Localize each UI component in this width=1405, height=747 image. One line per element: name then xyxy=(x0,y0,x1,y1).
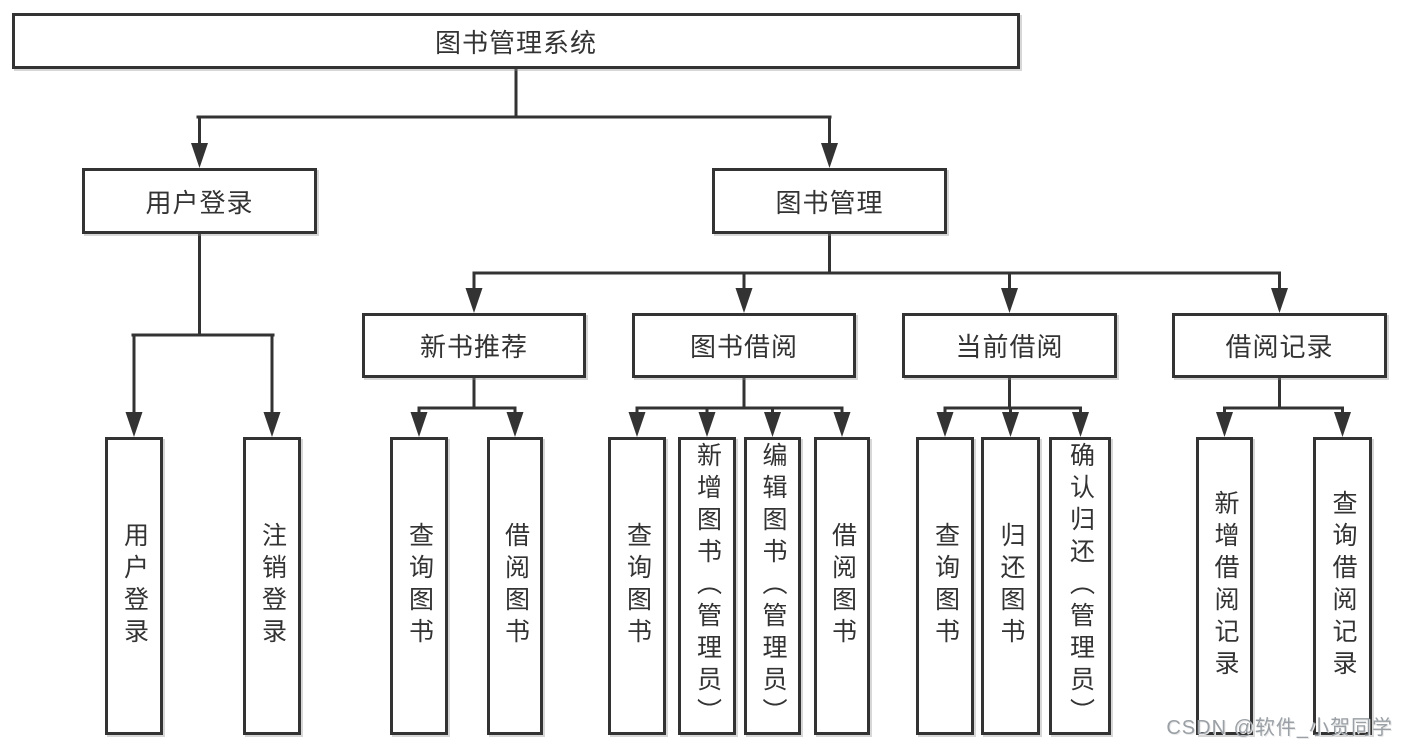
leaf-confirm-return-admin: 确认归还（管理员） xyxy=(1049,437,1111,735)
watermark: CSDN @软件_小贺同学 xyxy=(1166,717,1393,739)
node-new-book-recommend: 新书推荐 xyxy=(362,313,586,378)
leaf-add-book-admin: 新增图书（管理员） xyxy=(678,437,736,735)
node-borrowing-records: 借阅记录 xyxy=(1172,313,1387,378)
leaf-query-books-recommend: 查询图书 xyxy=(390,437,448,735)
node-library-management-system: 图书管理系统 xyxy=(12,13,1020,69)
leaf-query-borrow-record: 查询借阅记录 xyxy=(1313,437,1372,735)
leaf-return-book: 归还图书 xyxy=(981,437,1040,735)
node-current-borrowing: 当前借阅 xyxy=(902,313,1117,378)
node-book-borrowing: 图书借阅 xyxy=(632,313,856,378)
leaf-add-borrow-record: 新增借阅记录 xyxy=(1196,437,1253,735)
leaf-query-books-borrowing: 查询图书 xyxy=(608,437,666,735)
leaf-logout: 注销登录 xyxy=(243,437,301,735)
leaf-borrow-books-borrowing: 借阅图书 xyxy=(814,437,870,735)
leaf-user-login: 用户登录 xyxy=(105,437,163,735)
leaf-edit-book-admin: 编辑图书（管理员） xyxy=(744,437,801,735)
node-user-login: 用户登录 xyxy=(82,168,317,234)
leaf-query-books-current: 查询图书 xyxy=(916,437,974,735)
leaf-borrow-books-recommend: 借阅图书 xyxy=(487,437,543,735)
node-book-management: 图书管理 xyxy=(712,168,947,234)
